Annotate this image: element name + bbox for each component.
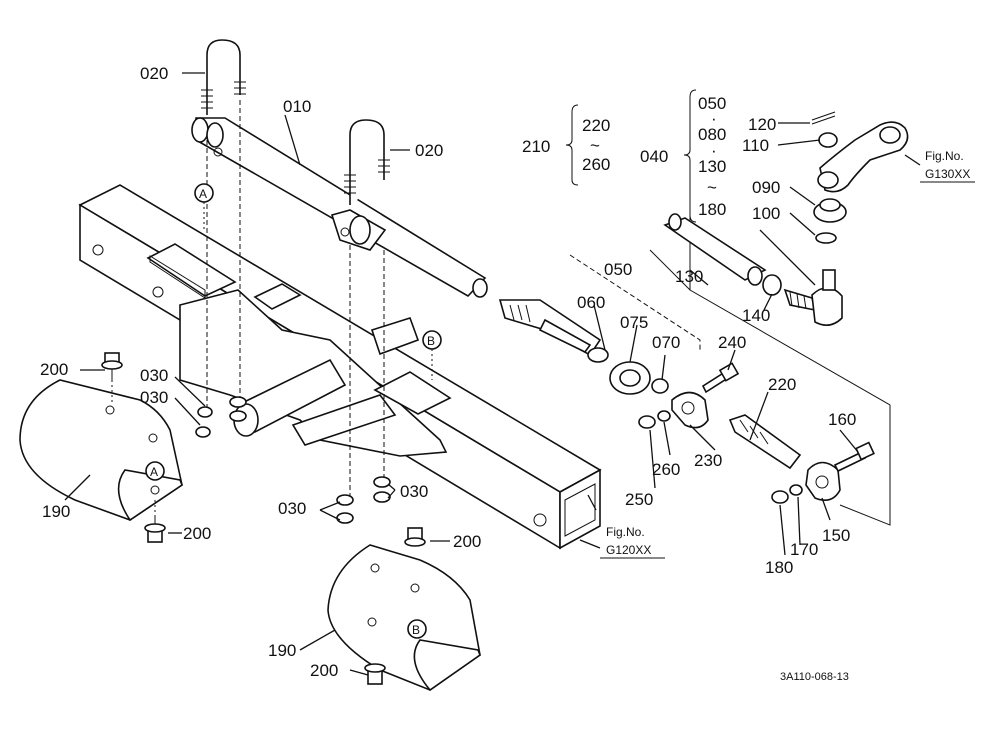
- marker-a-low: A: [145, 461, 165, 481]
- tube-130: [663, 213, 767, 286]
- svg-text:A: A: [150, 465, 158, 479]
- label-030-d: 030: [400, 482, 428, 501]
- knuckle-arm: [817, 121, 909, 193]
- label-070: 070: [652, 333, 680, 352]
- label-220: 220: [768, 375, 796, 394]
- u-bolt-upper: [201, 39, 246, 115]
- label-060: 060: [577, 293, 605, 312]
- label-170: 170: [790, 540, 818, 559]
- range-040-d: 180: [698, 200, 726, 219]
- label-040: 040: [640, 147, 668, 166]
- cover-bottom: [327, 544, 481, 692]
- label-200-d: 200: [310, 661, 338, 680]
- label-240: 240: [718, 333, 746, 352]
- label-090: 090: [752, 178, 780, 197]
- nut-washer: [638, 410, 671, 429]
- callout-box-050: [569, 254, 701, 352]
- label-130: 130: [675, 267, 703, 286]
- label-030-c: 030: [278, 499, 306, 518]
- label-030-a: 030: [140, 366, 168, 385]
- bolt-160: [833, 441, 875, 473]
- u-bolt-middle: [344, 119, 390, 205]
- figref-g130: Fig.No. G130XX: [920, 149, 975, 183]
- cover-left: [19, 379, 183, 522]
- label-110: 110: [742, 136, 769, 155]
- nut-110: [818, 132, 838, 148]
- nut-140: [762, 274, 782, 296]
- labels: 020 010 020 210 220 ~ 260 040 050 · 080 …: [40, 64, 856, 680]
- svg-text:G130XX: G130XX: [925, 167, 970, 181]
- tie-rod-050: [498, 299, 669, 395]
- drawing-code: 3A110-068-13: [780, 671, 849, 683]
- figref-g120: Fig.No. G120XX: [600, 525, 665, 559]
- label-200-a: 200: [40, 360, 68, 379]
- steering-cylinder: [191, 117, 488, 298]
- svg-text:G120XX: G120XX: [606, 543, 651, 557]
- marker-a-top: A: [194, 183, 214, 232]
- svg-text:B: B: [427, 334, 435, 348]
- label-075: 075: [620, 313, 648, 332]
- nuts-030: [195, 396, 391, 524]
- range-040-dot1: ·: [711, 109, 717, 128]
- label-020-middle: 020: [415, 141, 443, 160]
- label-150: 150: [822, 526, 850, 545]
- range-210-from: 220: [582, 116, 610, 135]
- brace-210: [565, 104, 579, 186]
- marker-b-top: B: [422, 330, 442, 380]
- bolts-left: [101, 352, 166, 543]
- svg-text:B: B: [412, 623, 420, 637]
- range-040-c: 130: [698, 157, 726, 176]
- label-210: 210: [522, 137, 550, 156]
- label-160: 160: [828, 410, 856, 429]
- boot-090: [813, 198, 847, 223]
- range-210-to: 260: [582, 155, 610, 174]
- label-250: 250: [625, 490, 653, 509]
- label-100: 100: [752, 204, 780, 223]
- range-040-b: 080: [698, 125, 726, 144]
- label-260: 260: [652, 460, 680, 479]
- label-200-c: 200: [453, 532, 481, 551]
- svg-text:Fig.No.: Fig.No.: [925, 149, 964, 163]
- range-040-dot2: ·: [711, 141, 717, 160]
- ball-joint-end: [783, 269, 843, 326]
- marker-b-low: B: [407, 619, 427, 639]
- label-200-b: 200: [183, 524, 211, 543]
- range-210-tilde: ~: [590, 136, 600, 155]
- svg-text:A: A: [199, 187, 207, 201]
- label-050: 050: [604, 260, 632, 279]
- pin-120: [811, 111, 836, 125]
- clamp-150: [805, 461, 841, 501]
- clamp-230: [671, 391, 709, 429]
- range-040-a: 050: [698, 94, 726, 113]
- label-230: 230: [694, 451, 722, 470]
- label-030-b: 030: [140, 388, 168, 407]
- label-190-left: 190: [42, 502, 70, 521]
- label-020-upper: 020: [140, 64, 168, 83]
- label-010: 010: [283, 97, 311, 116]
- label-120: 120: [748, 115, 776, 134]
- brace-040: [683, 89, 697, 223]
- leader-lines: [64, 72, 921, 676]
- rod-220: [728, 414, 802, 470]
- svg-text:Fig.No.: Fig.No.: [606, 525, 645, 539]
- label-140: 140: [742, 306, 770, 325]
- ring-100: [815, 232, 837, 244]
- label-180: 180: [765, 558, 793, 577]
- range-040-tilde: ~: [707, 178, 717, 197]
- bolts-bottom: [364, 527, 426, 685]
- label-190-bottom: 190: [268, 641, 296, 660]
- nut-washer-170-180: [771, 484, 803, 504]
- bolt-240: [701, 362, 740, 394]
